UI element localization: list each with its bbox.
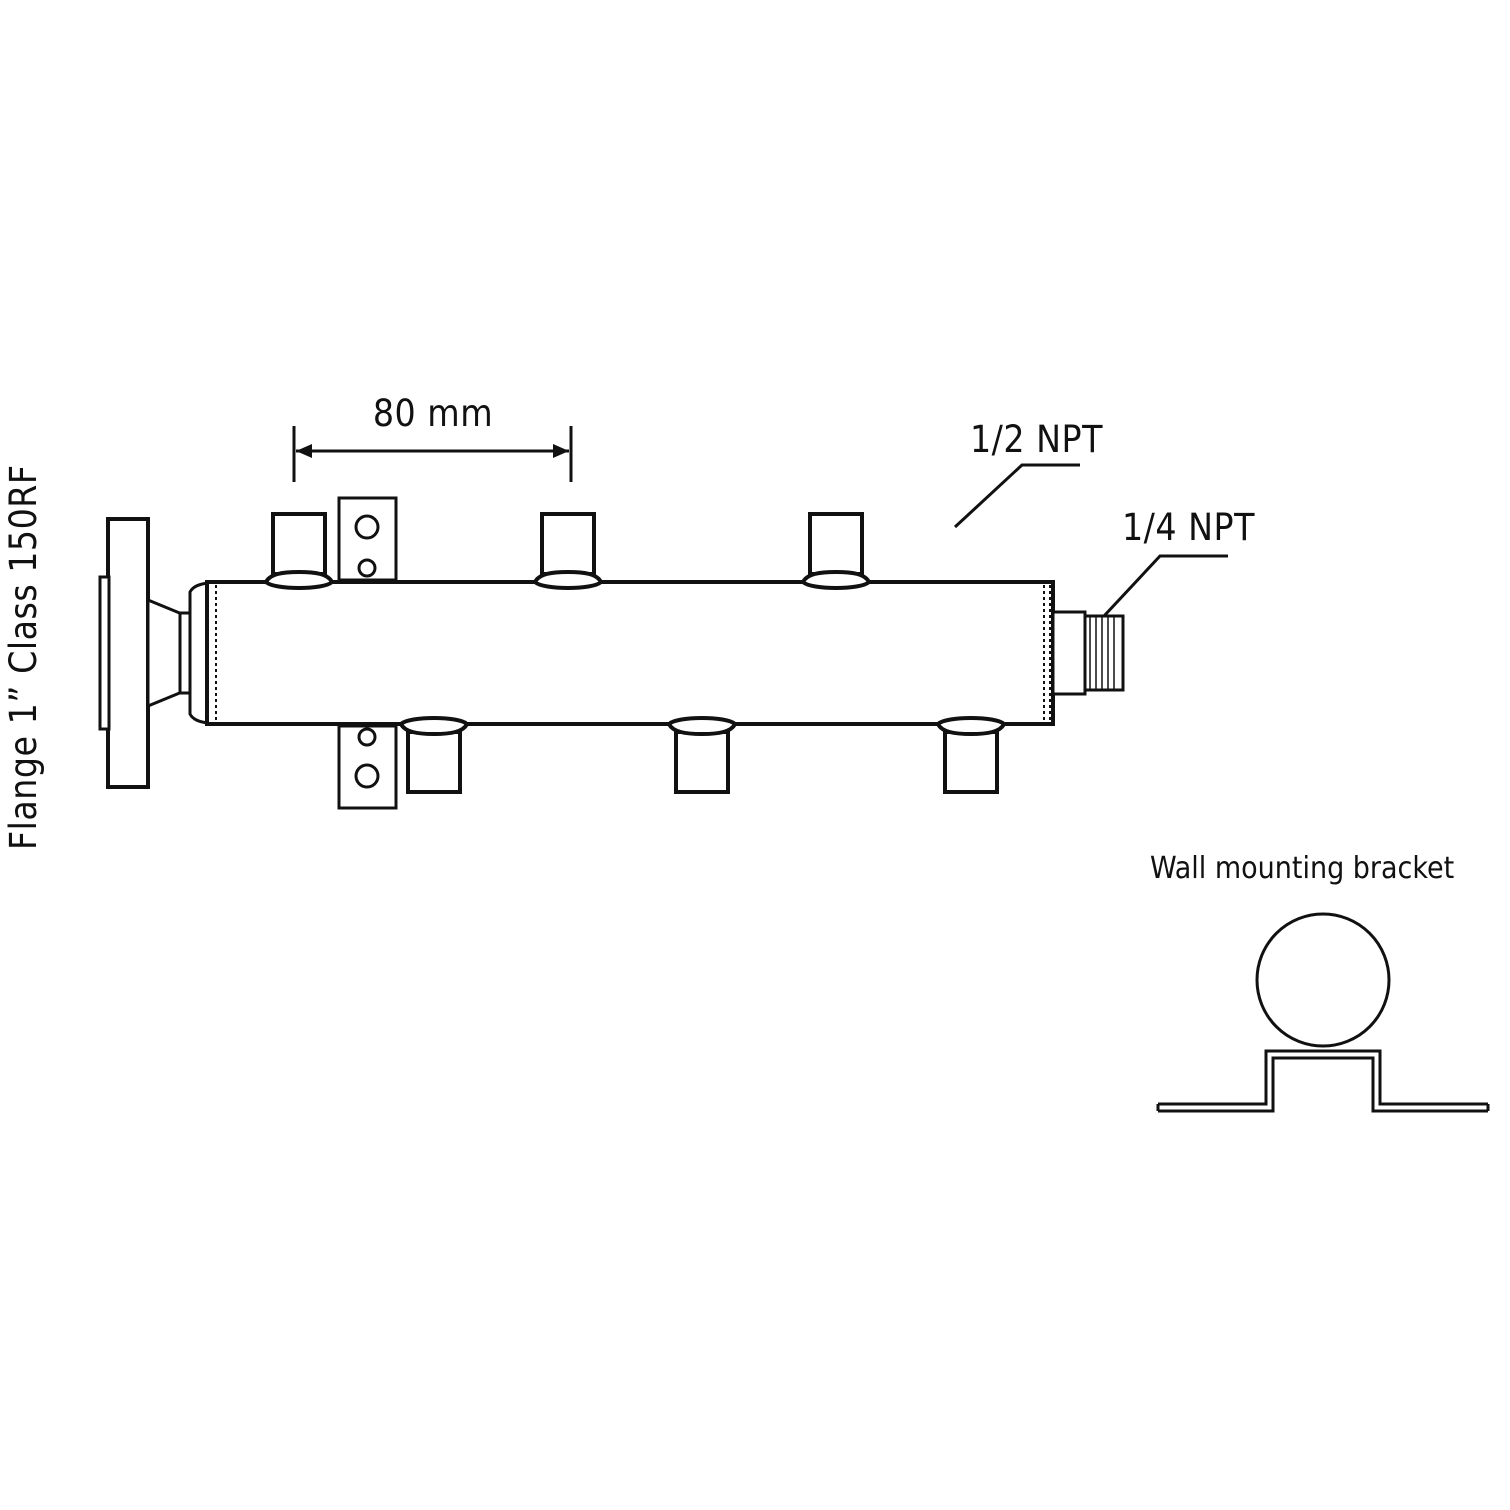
flange [98,517,210,789]
manifold-pipe [205,580,1055,726]
outlet-bottom-2 [666,716,738,794]
bracket-tab-bottom [337,724,398,810]
bracket-detail [1156,912,1490,1113]
outlet-thread-label: 1/2 NPT [970,418,1103,461]
bracket-title: Wall mounting bracket [1150,851,1454,886]
outlet-top-3 [800,512,872,590]
outlet-top-2 [532,512,604,590]
dimension-label: 80 mm [373,392,493,435]
end-thread-leader [1102,554,1228,618]
outlet-bottom-1 [398,716,470,794]
end-thread-label: 1/4 NPT [1122,506,1255,549]
outlet-top-1 [263,512,335,590]
end-fitting [1051,610,1125,696]
dimension-80mm [292,426,573,482]
outlet-bottom-3 [935,716,1007,794]
bracket-tab-top [337,496,398,582]
outlet-thread-leader [953,463,1080,529]
flange-label: Flange 1” Class 150RF [2,464,45,850]
